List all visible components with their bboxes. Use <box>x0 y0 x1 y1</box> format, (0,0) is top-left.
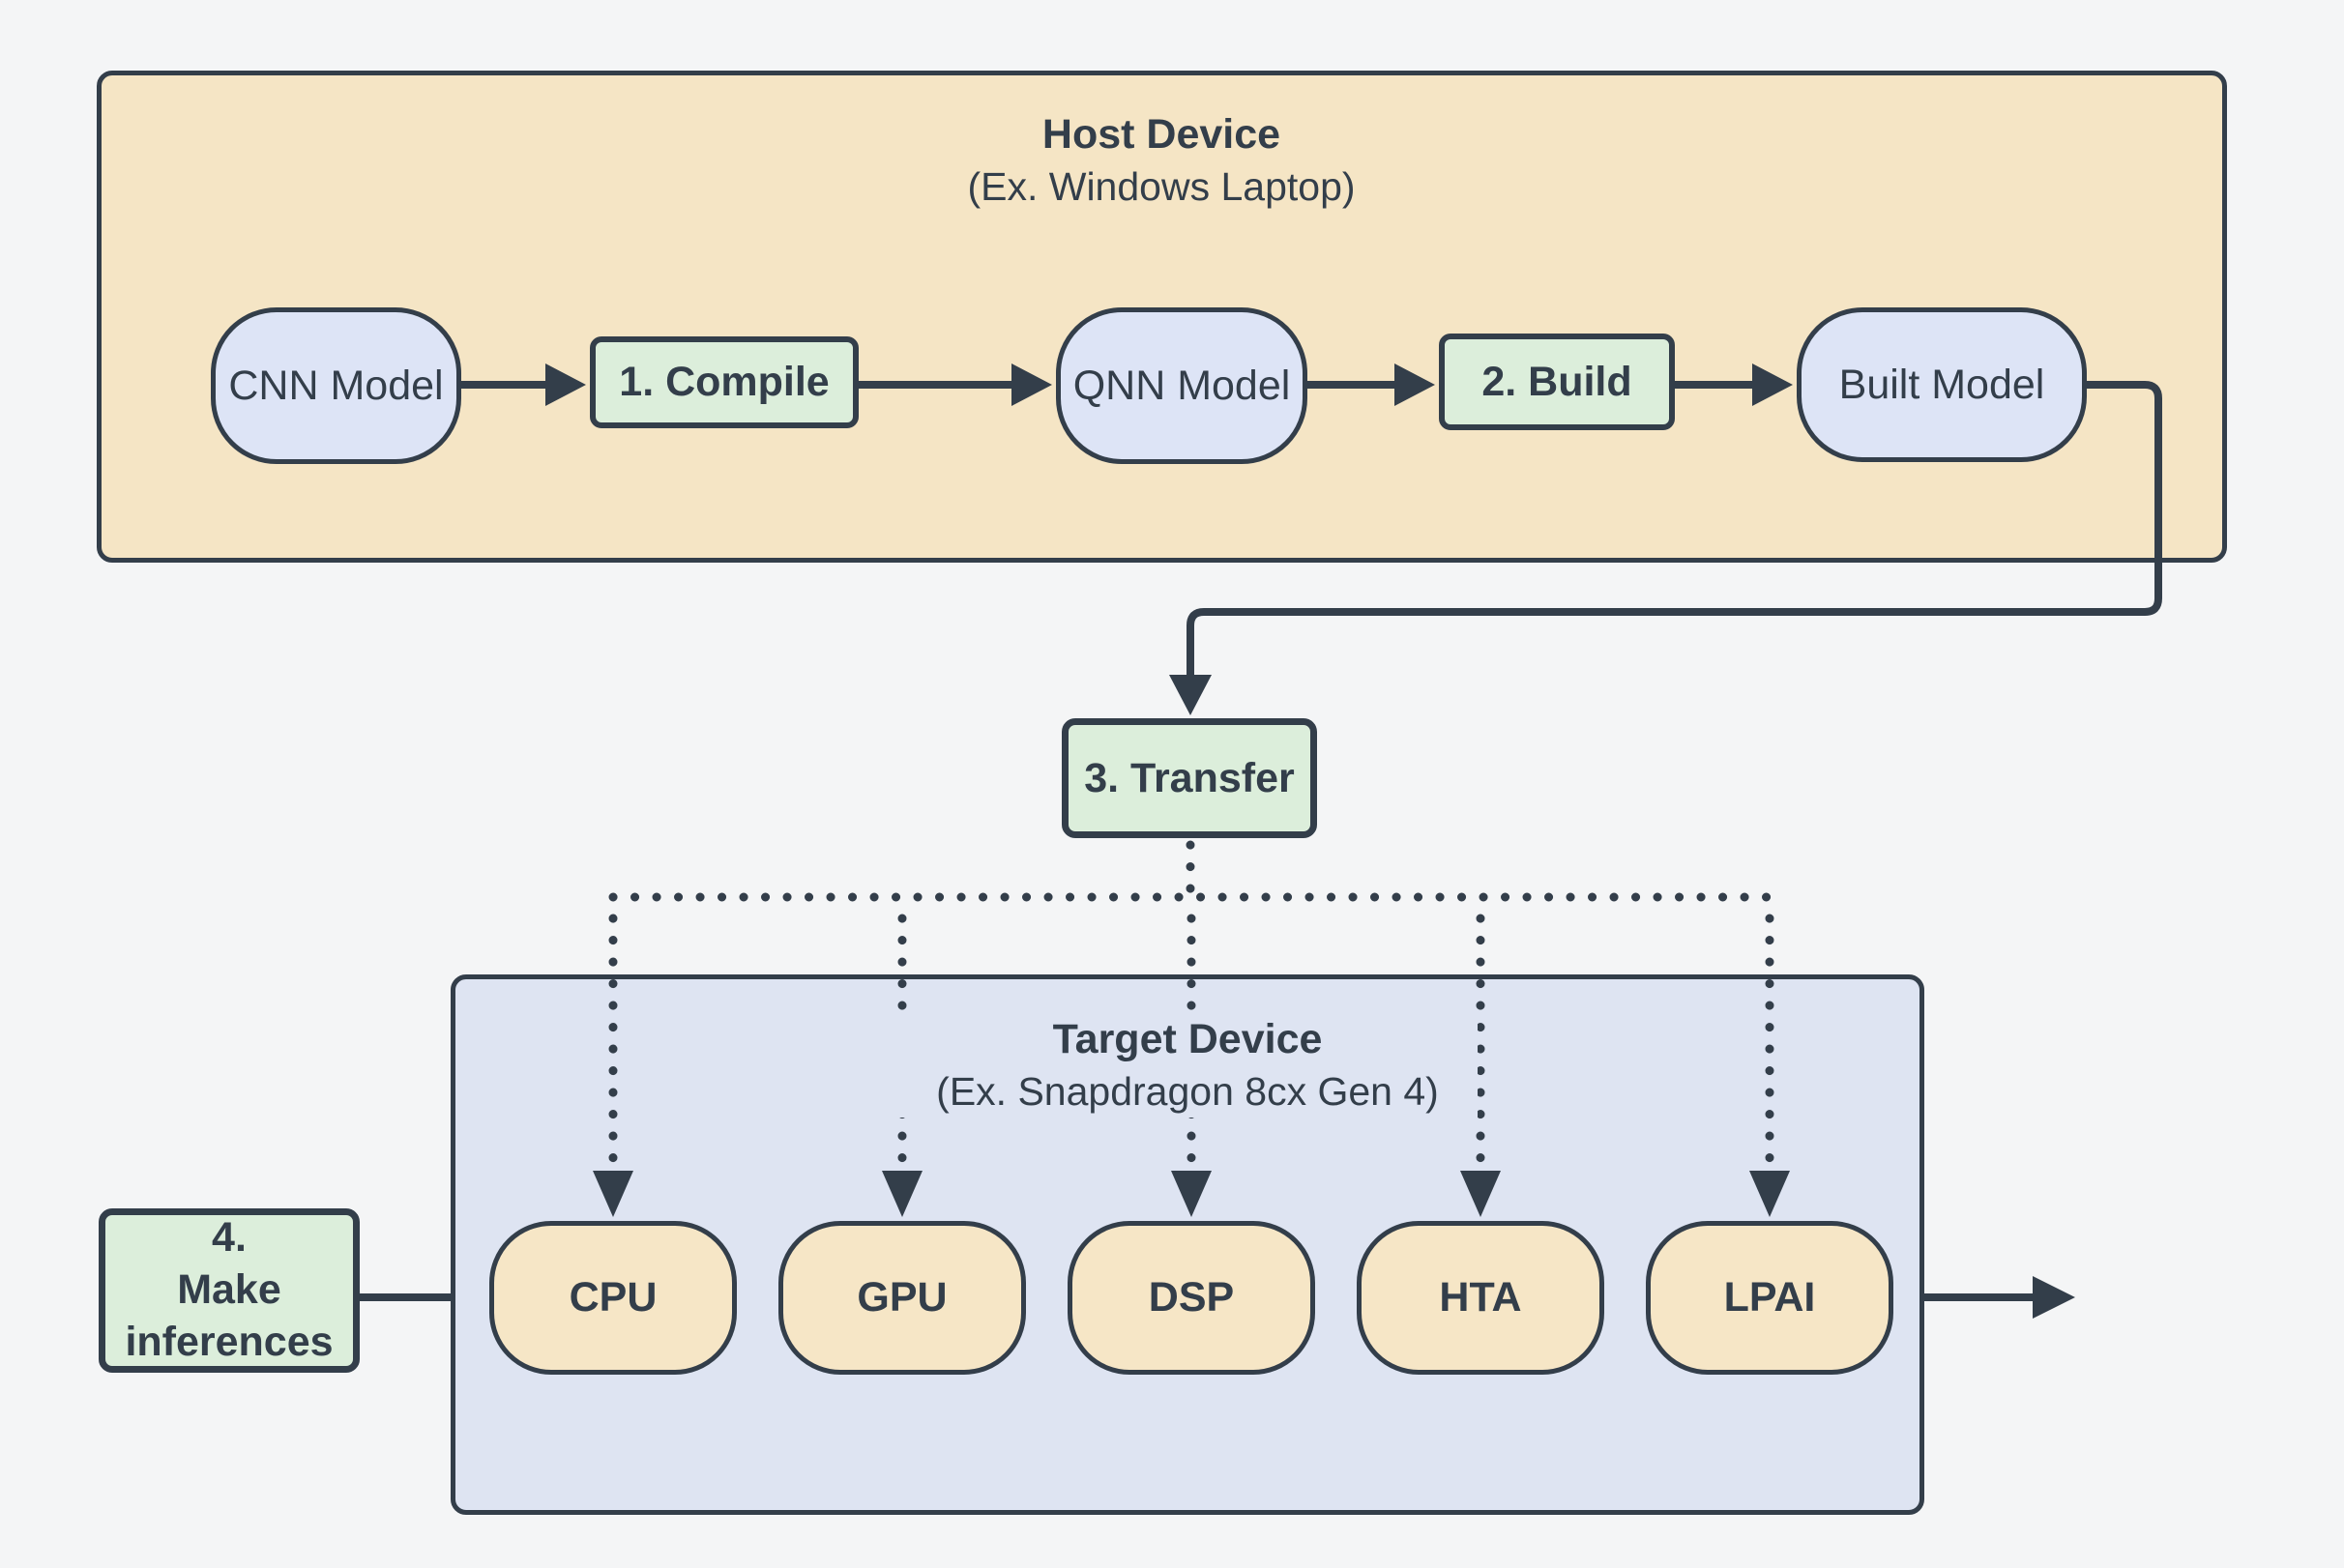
node-built-model: Built Model <box>1797 307 2087 462</box>
target-device-title: Target Device <box>1052 1016 1323 1062</box>
target-device-title-block: Target Device (Ex. Snapdragon 8cx Gen 4) <box>897 1013 1478 1118</box>
target-device-subtitle: (Ex. Snapdragon 8cx Gen 4) <box>936 1069 1439 1115</box>
arrowhead-target-out <box>2033 1276 2075 1319</box>
node-cnn-model: CNN Model <box>211 307 461 464</box>
node-processor-lpai: LPAI <box>1646 1221 1893 1375</box>
node-processor-dsp: DSP <box>1068 1221 1315 1375</box>
node-step1-compile: 1. Compile <box>590 336 859 428</box>
node-processor-cpu: CPU <box>489 1221 737 1375</box>
node-qnn-model: QNN Model <box>1056 307 1307 464</box>
host-device-title: Host Device <box>1041 111 1281 158</box>
arrowhead-built-to-transfer <box>1169 675 1212 715</box>
node-processor-hta: HTA <box>1357 1221 1604 1375</box>
node-step3-transfer: 3. Transfer <box>1062 718 1317 838</box>
node-step4-make-inferences: 4. Make inferences <box>99 1208 360 1373</box>
host-device-title-block: Host Device (Ex. Windows Laptop) <box>871 108 1451 213</box>
node-processor-gpu: GPU <box>778 1221 1026 1375</box>
host-device-subtitle: (Ex. Windows Laptop) <box>967 164 1356 210</box>
node-step2-build: 2. Build <box>1439 334 1675 430</box>
